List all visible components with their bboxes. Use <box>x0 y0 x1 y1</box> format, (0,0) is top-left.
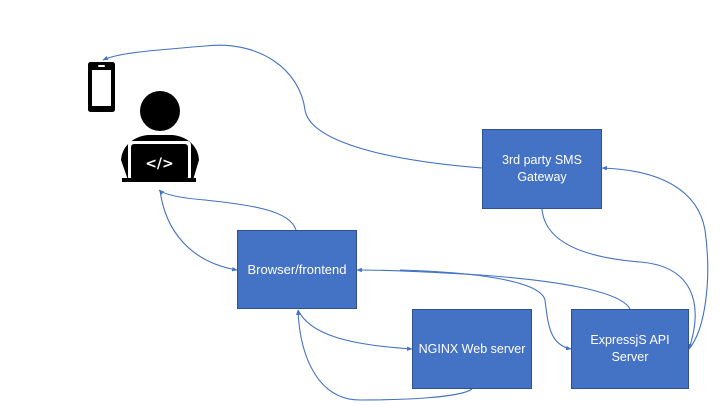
mobile-phone-icon <box>88 62 115 112</box>
sms-gateway-label: 3rd party SMS Gateway <box>502 153 582 184</box>
nginx-web-server-node[interactable]: NGINX Web server <box>412 309 532 389</box>
edge-sms-to-express <box>541 208 696 350</box>
expressjs-api-server-node[interactable]: ExpressjS API Server <box>571 309 689 389</box>
edge-browser-to-user <box>158 189 297 231</box>
edge-nginx-to-browser <box>296 309 473 401</box>
edge-browser-to-nginx <box>297 309 413 351</box>
code-glyph: </> <box>145 156 174 172</box>
browser-frontend-node[interactable]: Browser/frontend <box>237 230 357 309</box>
browser-frontend-label: Browser/frontend <box>247 262 347 277</box>
sms-gateway-node[interactable]: 3rd party SMS Gateway <box>482 129 602 209</box>
edge-express-to-browser <box>356 267 631 310</box>
edge-user-to-browser <box>159 189 238 272</box>
edge-express-to-sms <box>601 165 709 350</box>
nginx-web-server-label: NGINX Web server <box>418 341 526 356</box>
expressjs-api-server-label: ExpressjS API Server <box>590 333 670 364</box>
edge-browser-to-express <box>399 269 572 351</box>
developer-at-laptop-icon: </> <box>121 91 199 182</box>
edge-sms-to-phone <box>102 44 483 169</box>
